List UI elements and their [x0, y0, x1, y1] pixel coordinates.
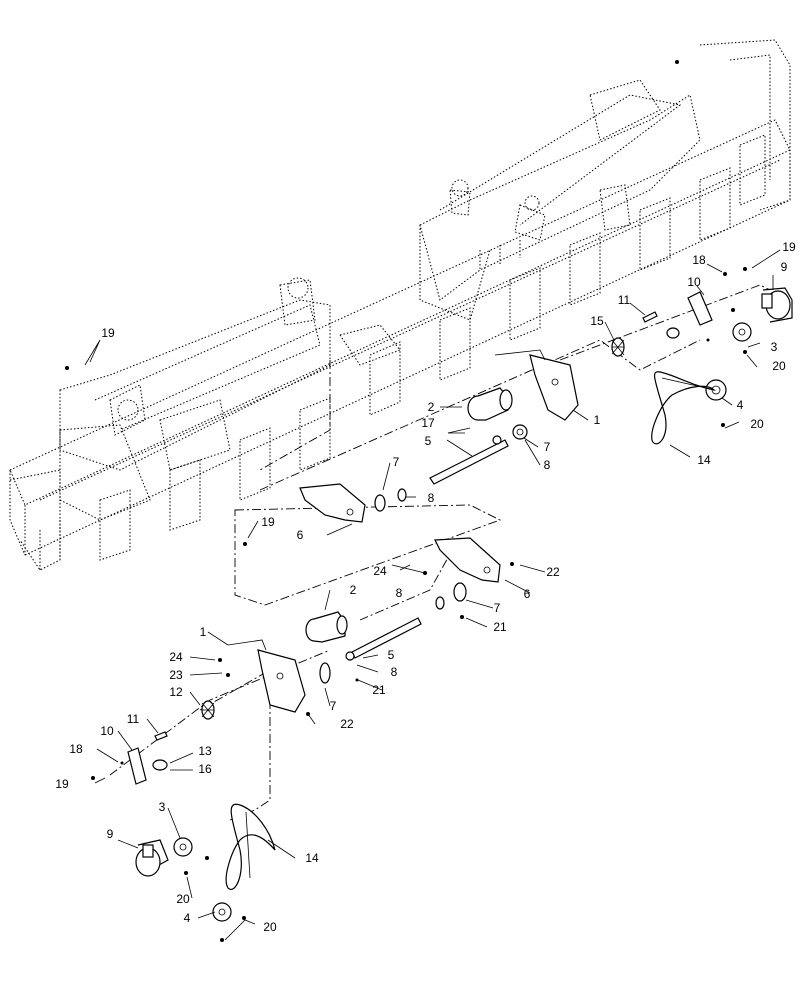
- callout-24-upper: 24: [373, 564, 387, 578]
- callout-15: 15: [590, 314, 604, 328]
- center-lift-assembly-upper: [419, 79, 701, 321]
- callout-12: 12: [169, 685, 183, 699]
- callout-24-lower: 24: [169, 650, 183, 664]
- callout-3-right: 3: [771, 340, 778, 354]
- callout-6-lower: 6: [524, 587, 531, 601]
- mounting-plate-lower: [257, 649, 306, 713]
- callout-16: 16: [198, 762, 212, 776]
- callout-7-upper-right: 7: [544, 440, 551, 454]
- callout-1-upper: 1: [594, 413, 601, 427]
- callout-13: 13: [198, 744, 212, 758]
- callout-9-left: 9: [107, 827, 114, 841]
- callout-19-top-right: 19: [782, 240, 796, 254]
- callout-1-lower: 1: [200, 625, 207, 639]
- callout-20-left-upper: 20: [176, 892, 190, 906]
- drive-chain-lower: [225, 803, 276, 891]
- callout-19-bottom: 19: [55, 777, 69, 791]
- callout-8-upper-mid: 8: [428, 491, 435, 505]
- bearing-flange-lower: [434, 537, 501, 583]
- callout-8-upper-right: 8: [544, 458, 551, 472]
- callout-10-left: 10: [100, 724, 114, 738]
- hydraulic-motor-upper: [467, 387, 513, 421]
- callout-18-left: 18: [69, 742, 83, 756]
- bearing-housing-upper: [761, 287, 793, 323]
- callout-7-lower-right: 7: [494, 601, 501, 615]
- callout-leader-lines: [84, 249, 781, 941]
- callout-5-upper: 5: [425, 434, 432, 448]
- callout-9-right: 9: [781, 260, 788, 274]
- callout-22-upper: 22: [546, 565, 560, 579]
- callout-11-right: 11: [618, 293, 631, 307]
- callout-11-left: 11: [127, 712, 140, 726]
- callout-labels: 19 19 18 9 10 11 15 3 20 4 20 14 1 2 17 …: [55, 240, 796, 934]
- callout-6-upper: 6: [297, 528, 304, 542]
- mounting-plate-upper: [529, 354, 579, 421]
- callout-2-upper: 2: [428, 400, 435, 414]
- callout-10-right: 10: [687, 275, 701, 289]
- callout-17: 17: [421, 416, 435, 430]
- mounting-brackets-lower: [99, 134, 766, 561]
- callout-5-lower: 5: [388, 648, 395, 662]
- lower-drive-assembly: [91, 537, 514, 942]
- callout-8-lower-right: 8: [396, 586, 403, 600]
- callout-23: 23: [169, 668, 183, 682]
- callout-4-right: 4: [737, 398, 744, 412]
- left-lift-assembly: [59, 277, 331, 521]
- callout-8-lower-mid: 8: [391, 665, 398, 679]
- callout-14-right: 14: [697, 453, 711, 467]
- callout-22-lower: 22: [340, 717, 354, 731]
- callout-20-right-upper: 20: [772, 359, 786, 373]
- callout-3-left: 3: [159, 800, 166, 814]
- upper-drive-assembly: [65, 60, 793, 546]
- drive-sprocket-15: [611, 337, 625, 357]
- callout-19-mid: 19: [261, 515, 275, 529]
- callout-20-right-lower: 20: [750, 417, 764, 431]
- toolbar-frame-phantom: [9, 39, 791, 571]
- bearing-housing-lower: [135, 839, 169, 877]
- callout-4-left: 4: [184, 911, 191, 925]
- bearing-flange-upper: [299, 483, 366, 523]
- callout-20-left-lower: 20: [263, 920, 277, 934]
- callout-2-lower: 2: [350, 583, 357, 597]
- callout-14-left: 14: [305, 851, 319, 865]
- callout-7-lower-left: 7: [330, 699, 337, 713]
- callout-19-top-left: 19: [101, 326, 115, 340]
- callout-21-lower: 21: [372, 683, 386, 697]
- callout-21-upper: 21: [493, 620, 507, 634]
- callout-18-right: 18: [692, 253, 706, 267]
- drive-chain-upper: [651, 371, 716, 445]
- hydraulic-motor-lower: [305, 611, 348, 643]
- drive-sprocket-12: [201, 700, 215, 720]
- callout-7-upper-mid: 7: [393, 455, 400, 469]
